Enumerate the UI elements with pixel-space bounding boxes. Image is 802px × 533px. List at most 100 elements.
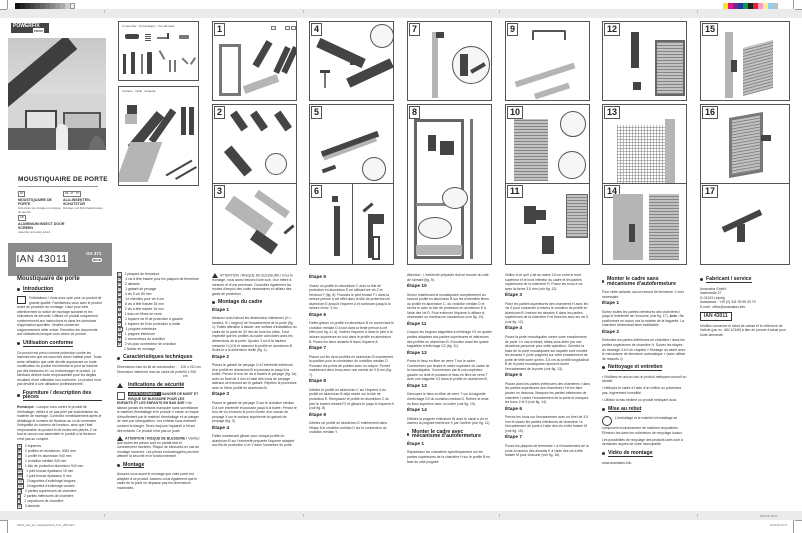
warning-icon xyxy=(117,435,123,441)
figure-9: 9 xyxy=(505,21,590,101)
figure-12: 12 xyxy=(602,21,687,101)
figure-5: 5 xyxy=(309,104,394,186)
bullet: ▪ Nettoyez le cadre à l'aide d'un chiffo… xyxy=(602,386,682,395)
ian-number: IAN 43011 xyxy=(16,252,68,267)
page-title: Moustiquaire de porte xyxy=(17,276,80,282)
warning-icon xyxy=(212,273,218,278)
fold-mark xyxy=(303,10,304,13)
section-heading: Monter le cadre avec mécanisme d'autofer… xyxy=(407,429,492,439)
divider xyxy=(18,186,98,187)
figure-7: 7 xyxy=(407,21,492,101)
fold-mark xyxy=(697,514,698,517)
figure-10: 10 xyxy=(505,104,590,186)
crop-mark xyxy=(0,520,7,521)
lang-de: DE · AT · CH ALU-INSEKTEN-SCHUTZTÜR Mont… xyxy=(63,191,103,210)
figure-2: 2 xyxy=(212,104,297,186)
child-warning-icon xyxy=(117,392,125,401)
section-heading: Montage du cadre xyxy=(212,300,297,305)
caution-block: ATTENTION ! RISQUE DE BLESSURE ! Vérifie… xyxy=(117,435,200,459)
warning-icon xyxy=(117,382,123,388)
fold-mark xyxy=(499,10,500,13)
footer-file-name: 43011_pow_alu_Insektenschutzt_Tuer_LB8.i… xyxy=(17,524,76,527)
figure-8: 8 xyxy=(407,104,492,265)
tech-row: Dimension intérieure max du cadre de por… xyxy=(117,369,197,379)
parts-note: Remarque : Lorsque vous sortez le produi… xyxy=(17,405,102,441)
oa-code: OA 371 xyxy=(86,251,102,256)
figure-6: 6 xyxy=(309,183,394,265)
figure-16: 16 xyxy=(700,104,790,186)
part-item: 1 Notice de montage xyxy=(124,347,156,351)
figure-15: 15 xyxy=(700,21,790,101)
section-heading: Nettoyage et entretien xyxy=(602,365,687,371)
section-heading: Fourniture / description des pièces xyxy=(17,390,102,402)
figure-1: 1 xyxy=(212,21,297,101)
figure-contents: Contenu · Inhalt · Contents xyxy=(118,86,199,186)
crop-mark xyxy=(795,520,802,521)
section-heading: Vidéo de montage xyxy=(602,451,687,457)
section-heading: Fabricant / service xyxy=(700,277,790,283)
safety-heading: Indications de sécurité xyxy=(117,382,201,389)
column-6: Veillez à ce qu'il y ait au moins 15 cm … xyxy=(505,273,590,458)
section-heading: Utilisation conforme xyxy=(17,341,102,347)
lang-fr: FR MOUSTIQUAIRE DE PORTE Instructions de… xyxy=(18,191,61,214)
cover-title: MOUSTIQUAIRE DE PORTE xyxy=(18,176,108,183)
crop-mark xyxy=(793,520,794,533)
crop-mark xyxy=(793,0,794,9)
book-icon xyxy=(17,296,26,305)
fold-mark xyxy=(104,514,105,517)
section-heading: Montage xyxy=(117,462,201,469)
crop-mark xyxy=(7,0,8,9)
grayscale-calibration-strip xyxy=(15,3,75,9)
column-5: Attention : L'extrémité préparée doit se… xyxy=(407,273,492,464)
section-heading: Mise au rebut xyxy=(602,406,687,413)
figure-13: 13 xyxy=(602,104,687,186)
figure-14: 14 xyxy=(602,183,687,265)
figure-11: 11 xyxy=(505,183,590,265)
crop-mark xyxy=(0,9,7,10)
column-8: Fabricant / service Anamatos GmbH Insels… xyxy=(700,273,790,340)
figure-17: 17 xyxy=(700,183,790,265)
danger-block: AVERTISSEMENT ! DANGER DE MORT ET RISQUE… xyxy=(117,392,199,433)
column-7: Monter le cadre sans mécanisme d'autofer… xyxy=(602,276,687,465)
ian-badge: IAN 43011 xyxy=(700,312,732,321)
bullet: ▪ N'utilisez en aucun cas un produit net… xyxy=(602,374,687,384)
fold-mark xyxy=(499,514,500,517)
figure-4: 4 xyxy=(309,21,394,101)
column-1: Moustiquaire de porte Introduction Félic… xyxy=(17,276,102,509)
lang-gb: GB ALUMINIUM INSECT DOOR SCREEN Assembly… xyxy=(18,215,65,234)
use-text: Ce produit est prévu comme protection co… xyxy=(17,350,102,387)
video-link[interactable]: www.anamatos.info xyxy=(602,460,632,465)
section-heading: Monter le cadre sans mécanisme d'autofer… xyxy=(602,276,687,286)
section-heading: Caractéristiques techniques xyxy=(117,355,201,361)
figure-tools: À vous fixer · Zu benötigen · You will n… xyxy=(118,21,199,81)
printer-band-bottom xyxy=(0,511,802,520)
cover-photo xyxy=(8,38,106,150)
figure-3: 3 xyxy=(212,183,297,265)
fold-mark xyxy=(697,10,698,13)
caution-block: ATTENTION ! RISQUE DE BLESSURE ! Pour le… xyxy=(212,273,294,296)
color-calibration-strip xyxy=(723,3,778,9)
crop-mark xyxy=(7,520,8,533)
